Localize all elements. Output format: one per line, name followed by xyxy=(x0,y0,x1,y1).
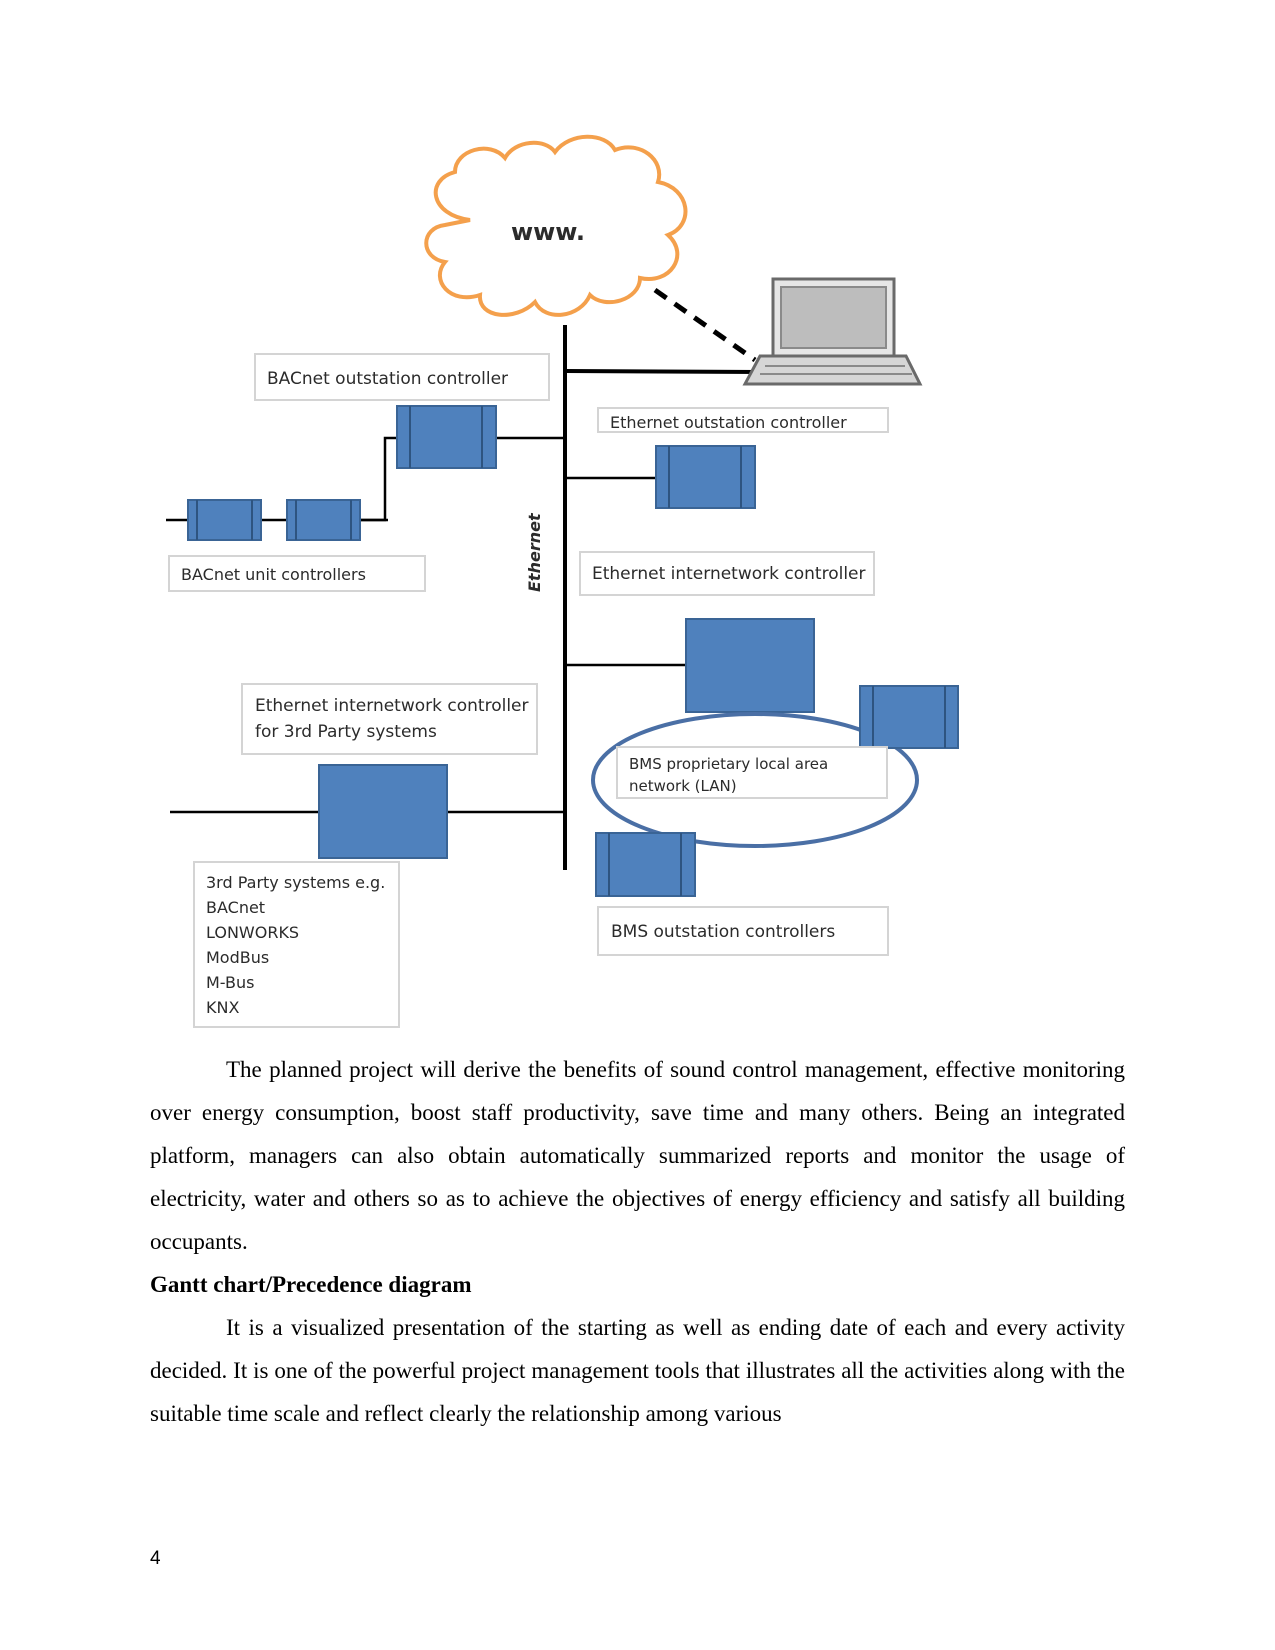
bms-lan-label-line1: BMS proprietary local area xyxy=(629,755,828,773)
bacnet-unit-controllers xyxy=(166,499,388,541)
third-party-item-4: M-Bus xyxy=(206,973,254,992)
bacnet-unit-label-box xyxy=(168,555,426,592)
eth-3rd-party-controller xyxy=(170,764,565,859)
bms-lan-label-box xyxy=(616,746,888,799)
wireless-link-line xyxy=(653,287,757,363)
third-party-item-0: 3rd Party systems e.g. xyxy=(206,873,385,892)
laptop-icon xyxy=(564,277,923,386)
eth-3rd-label-line2: for 3rd Party systems xyxy=(255,722,437,742)
bacnet-unit-label: BACnet unit controllers xyxy=(181,565,366,584)
third-party-item-2: LONWORKS xyxy=(206,923,299,942)
body-text: The planned project will derive the bene… xyxy=(150,1048,1125,1435)
eth-internetwork-label-box xyxy=(579,551,875,596)
third-party-label-box xyxy=(193,861,400,1028)
paragraph-gantt: It is a visualized presentation of the s… xyxy=(150,1315,1125,1426)
bacnet-outstation-label-box xyxy=(254,353,550,401)
eth-outstation-label-box xyxy=(597,407,889,433)
eth-internetwork-controller xyxy=(565,618,815,713)
cloud-label: www. xyxy=(511,218,585,246)
third-party-item-1: BACnet xyxy=(206,898,265,917)
paragraph-benefits: The planned project will derive the bene… xyxy=(150,1057,1125,1254)
bacnet-outstation-label: BACnet outstation controller xyxy=(267,369,508,389)
eth-3rd-label-box xyxy=(241,683,538,755)
third-party-item-3: ModBus xyxy=(206,948,269,967)
bms-outstation-label: BMS outstation controllers xyxy=(611,922,835,942)
ethernet-label: Ethernet xyxy=(525,512,544,592)
bms-lan-label-line2: network (LAN) xyxy=(629,777,737,795)
eth-3rd-label-line1: Ethernet internetwork controller xyxy=(255,696,529,716)
bms-outstation-label-box xyxy=(597,906,889,956)
section-heading: Gantt chart/Precedence diagram xyxy=(150,1272,472,1297)
eth-outstation-controller xyxy=(565,445,756,509)
eth-outstation-label: Ethernet outstation controller xyxy=(610,413,847,432)
internet-cloud-icon: www. xyxy=(424,134,688,317)
bacnet-outstation-controller xyxy=(360,405,565,522)
third-party-item-5: KNX xyxy=(206,998,239,1017)
page-number: 4 xyxy=(150,1548,161,1569)
bms-network-diagram: www. Ethernet BACnet outstation controll… xyxy=(166,134,959,1028)
eth-internetwork-label: Ethernet internetwork controller xyxy=(592,564,866,584)
bms-lan xyxy=(591,685,959,897)
